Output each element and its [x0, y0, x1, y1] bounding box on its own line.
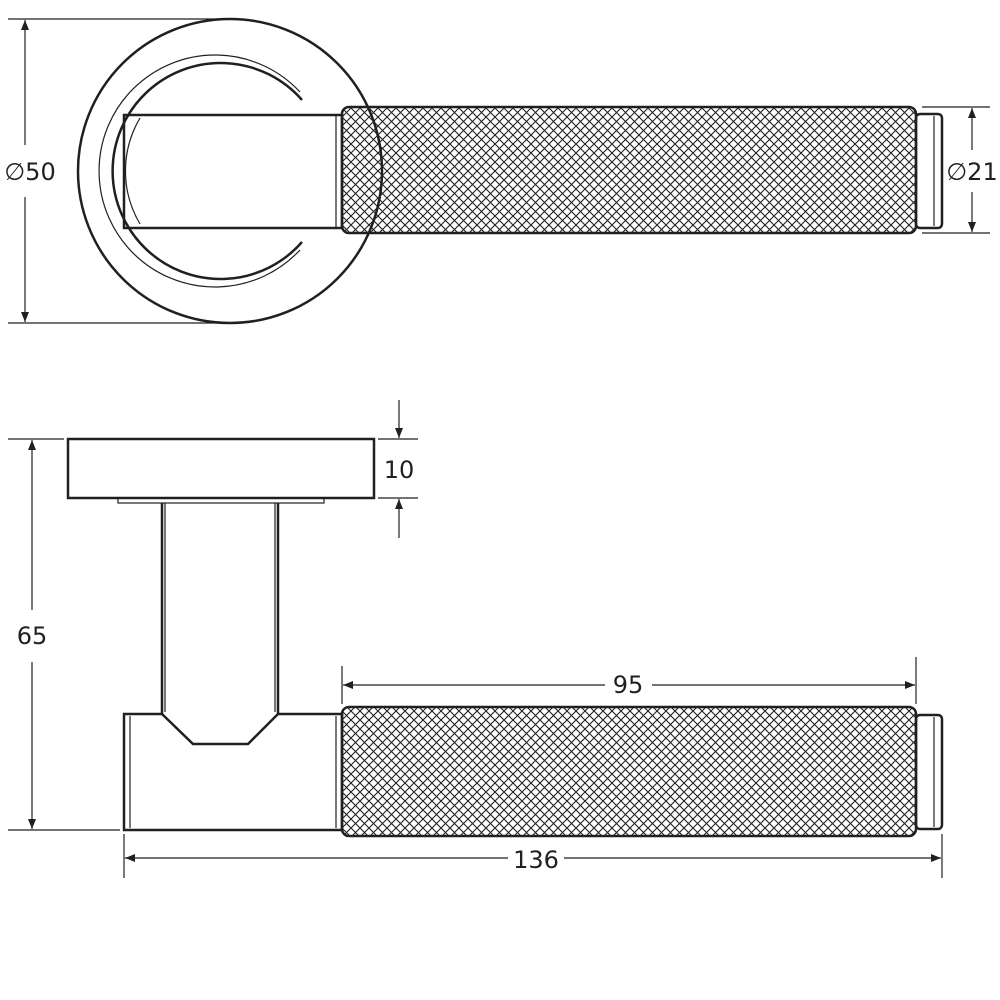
- side-view: 10 65 95 136: [8, 400, 944, 878]
- end-cap-top: [914, 112, 944, 230]
- rose-inner-edge: [98, 54, 301, 288]
- lever-neck-side: [122, 712, 344, 832]
- rose-plate: [66, 437, 376, 500]
- rose-backplate-lip: [117, 497, 325, 504]
- lever-neck: [122, 113, 344, 230]
- grip-diameter-label: ∅21: [946, 158, 997, 186]
- grip-length-label: 95: [613, 671, 644, 699]
- projection-label: 65: [17, 622, 48, 650]
- knurled-grip-side: [340, 705, 918, 838]
- lever-shank: [160, 503, 280, 746]
- overall-length-label: 136: [513, 846, 559, 874]
- end-cap-side: [914, 713, 944, 831]
- knurled-grip-top: [340, 105, 918, 235]
- rose-inner-shadow: [111, 61, 303, 281]
- rose-thickness-label: 10: [384, 456, 415, 484]
- top-view: ∅50 ∅21: [4, 17, 998, 325]
- rose-inner-edge-2: [124, 117, 141, 225]
- rose-diameter-label: ∅50: [4, 158, 55, 186]
